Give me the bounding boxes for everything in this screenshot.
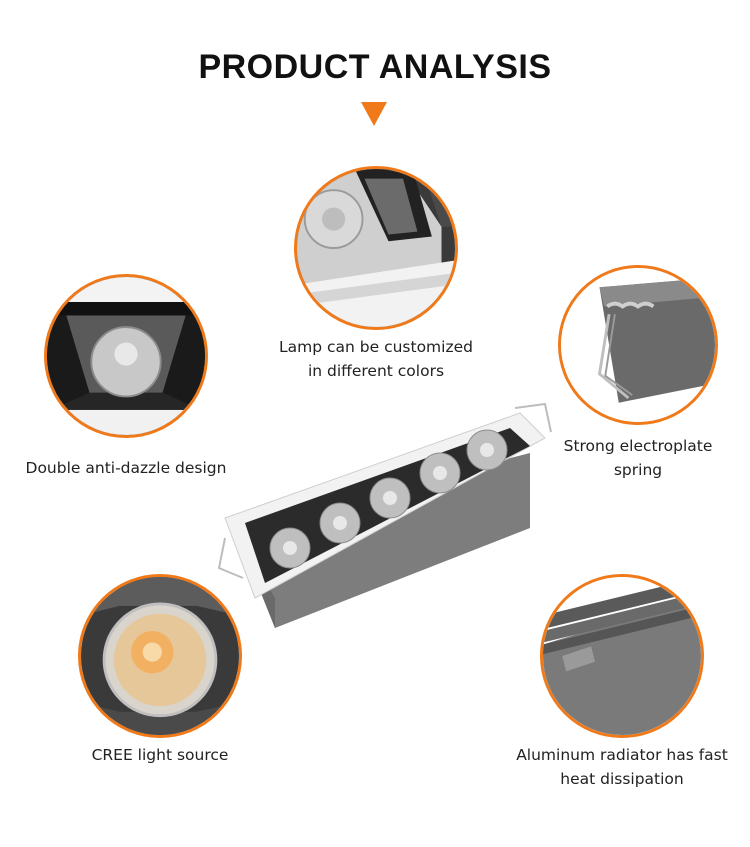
heatsink-fins-closeup-icon — [543, 577, 701, 735]
feature-caption-spring: Strong electroplate spring — [563, 437, 713, 479]
feature-caption-lamp: Lamp can be customized in different colo… — [279, 338, 473, 380]
feature-caption-anti-dazzle: Double anti-dazzle design — [25, 459, 227, 477]
title-arrow-icon — [361, 102, 387, 126]
radiator-image — [540, 574, 704, 738]
light-source-image — [78, 574, 242, 738]
linear-downlight-icon — [217, 402, 552, 628]
anti-glare-lens-closeup-icon — [47, 277, 205, 435]
lens-heads — [269, 429, 508, 569]
lamp-reflector-closeup-icon — [297, 169, 455, 327]
spring-clip-closeup-icon — [561, 268, 715, 422]
feature-caption-light-source: CREE light source — [91, 746, 229, 764]
page-title: PRODUCT ANALYSIS — [198, 48, 552, 86]
spring-image — [558, 265, 718, 425]
cob-chip-closeup-icon — [81, 577, 239, 735]
product-image — [215, 398, 555, 638]
feature-caption-radiator: Aluminum radiator has fast heat dissipat… — [516, 746, 728, 788]
lamp-color-image — [294, 166, 458, 330]
anti-dazzle-image — [44, 274, 208, 438]
